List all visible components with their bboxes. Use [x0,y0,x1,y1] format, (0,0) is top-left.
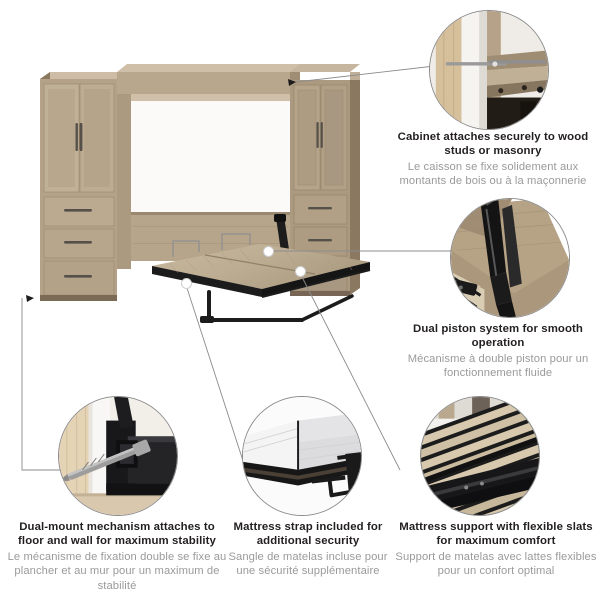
connector-dual-mount [21,298,62,471]
connector-slats [299,272,401,471]
connector-lines [21,63,460,471]
caption-fr-mattress-strap: Sangle de matelas incluse pour une sécur… [228,550,388,578]
callout-circle-cabinet-attachment [429,10,549,130]
center-bed-cabinet [117,64,300,269]
caption-en-dual-piston: Dual piston system for smooth operation [413,323,583,350]
caption-fr-cabinet-attachment: Le caisson se fixe solidement aux montan… [399,160,587,188]
bed-platform [152,233,371,323]
connector-cabinet [295,63,453,83]
marker-slats-dot [295,266,306,277]
arrow-dual-mount [26,295,34,302]
mattress-strap-photo [243,397,361,515]
caption-mattress-strap: Mattress strap included for additional s… [228,520,388,579]
caption-fr-dual-piston: Mécanisme à double piston pour un foncti… [407,352,589,380]
callout-circle-dual-piston [450,198,570,318]
arrow-cabinet [288,79,296,86]
callout-circle-flexible-slats [420,396,540,516]
caption-fr-dual-mount: Le mécanisme de fixation double se fixe … [7,550,227,592]
marker-piston-dot [263,246,274,257]
caption-en-cabinet-attachment: Cabinet attaches securely to wood studs … [397,131,589,158]
caption-dual-mount: Dual-mount mechanism attaches to floor a… [5,520,229,593]
cabinet-wall-anchor-photo [430,11,548,129]
left-storage-tower [40,72,127,301]
caption-en-flexible-slats: Mattress support with flexible slats for… [399,521,593,548]
caption-cabinet-attachment: Cabinet attaches securely to wood studs … [386,130,600,189]
caption-flexible-slats: Mattress support with flexible slats for… [392,520,600,579]
marker-mount-dot [181,278,192,289]
flexible-slats-photo [421,397,539,515]
caption-en-mattress-strap: Mattress strap included for additional s… [233,521,383,548]
connector-arrowheads [26,79,296,302]
dual-piston-mechanism-photo [451,199,569,317]
dual-mount-bracket-photo [59,397,177,515]
callout-circle-dual-mount [58,396,178,516]
caption-dual-piston: Dual piston system for smooth operation … [396,322,600,381]
caption-fr-flexible-slats: Support de matelas avec lattes flexibles… [395,550,597,578]
connector-strap [185,284,247,471]
caption-en-dual-mount: Dual-mount mechanism attaches to floor a… [18,521,216,548]
callout-circle-mattress-strap [242,396,362,516]
